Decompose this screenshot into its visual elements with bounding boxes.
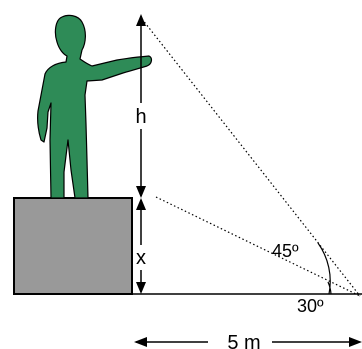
label-x: x <box>136 247 146 269</box>
statue <box>37 14 153 199</box>
sightline-pedestal <box>155 196 361 297</box>
dimension-distance <box>134 337 362 347</box>
dimension-h <box>136 14 146 198</box>
pedestal <box>13 197 133 295</box>
angle-arc-45 <box>317 242 331 295</box>
label-distance: 5 m <box>227 332 260 349</box>
dimension-x <box>136 198 146 294</box>
label-angle-45: 45º <box>272 241 299 261</box>
sightline-top <box>141 18 361 297</box>
label-angle-30: 30º <box>297 296 324 316</box>
angle-arc-30 <box>327 281 332 295</box>
label-h: h <box>135 106 146 128</box>
